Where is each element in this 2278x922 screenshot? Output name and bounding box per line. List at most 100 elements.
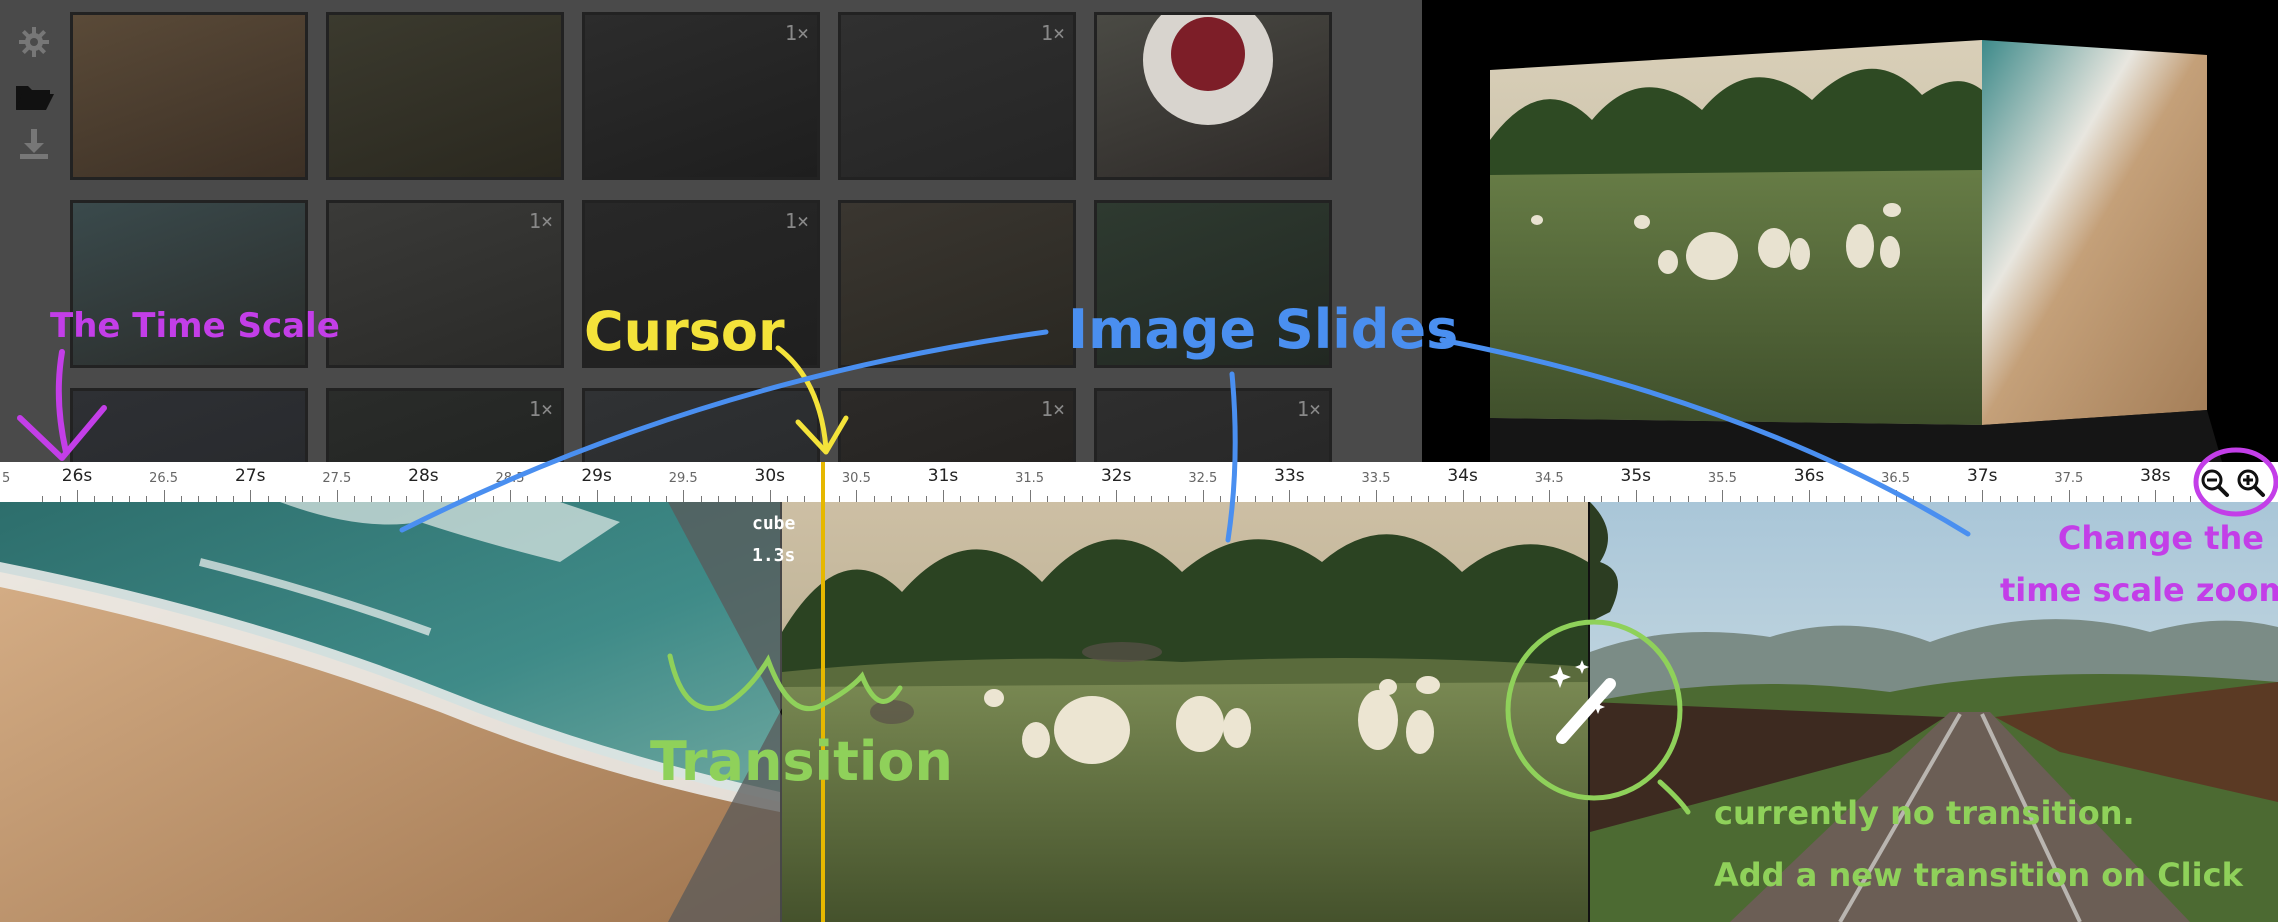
speed-badge: 1×	[1040, 397, 1065, 421]
ruler-tick	[423, 490, 425, 502]
ruler-tick	[1410, 496, 1412, 502]
image-slide-sheep[interactable]	[782, 502, 1588, 922]
folder-open-icon[interactable]	[14, 76, 54, 116]
ruler-tick	[1306, 496, 1308, 502]
ruler-tick	[596, 490, 598, 502]
ruler-tick	[856, 490, 858, 502]
ruler-tick	[1999, 496, 2001, 502]
ruler-tick	[215, 496, 217, 502]
ruler-tick	[1116, 490, 1118, 502]
ruler-tick	[1272, 496, 1274, 502]
ruler-tick	[2172, 496, 2174, 502]
ruler-label: 32s	[1100, 466, 1132, 486]
ruler-tick	[1635, 490, 1637, 502]
zoom-out-icon[interactable]	[2200, 468, 2230, 502]
ruler-tick	[1376, 490, 1377, 502]
thumbnail[interactable]	[70, 12, 308, 180]
speed-badge: 1×	[784, 209, 809, 233]
ruler-label: 37.5	[2054, 471, 2084, 486]
ruler-tick	[2086, 496, 2088, 502]
transition-duration: 1.3s	[752, 545, 796, 566]
speed-badge: 1×	[1296, 397, 1321, 421]
ruler-tick	[388, 496, 390, 502]
ruler-label: 34s	[1447, 466, 1478, 486]
magic-wand-icon[interactable]	[1540, 656, 1630, 750]
ruler-tick	[1393, 496, 1395, 502]
speed-badge: 1×	[1040, 21, 1065, 45]
ruler-tick	[2190, 496, 2192, 502]
ruler-tick	[2034, 496, 2036, 502]
transition-label: cube 1.3s	[752, 508, 795, 572]
annotation-zoom: Change the time scale zoom	[2000, 512, 2278, 616]
annotation-zoom-line2: time scale zoom	[2000, 571, 2278, 609]
ruler-label: 28.5	[495, 471, 525, 486]
thumbnail[interactable]	[1094, 200, 1332, 368]
ruler-label: 34.5	[1534, 471, 1564, 486]
library-sidebar	[0, 0, 64, 462]
ruler-tick	[146, 496, 148, 502]
download-icon[interactable]	[14, 124, 54, 164]
ruler-tick	[510, 490, 511, 502]
ruler-tick	[1324, 496, 1326, 502]
ruler-label: 26s	[61, 466, 93, 486]
ruler-tick	[1064, 496, 1066, 502]
speed-badge: 1×	[528, 397, 553, 421]
cube-transition-preview	[1490, 40, 2222, 462]
slide-track	[0, 502, 2278, 922]
thumbnail[interactable]: 1×	[582, 12, 820, 180]
annotation-no-transition-line1: currently no transition.	[1714, 794, 2135, 832]
ruler-tick	[1168, 496, 1170, 502]
ruler-tick	[1185, 496, 1187, 502]
slideshow-preview	[1422, 0, 2278, 462]
ruler-tick	[77, 490, 78, 502]
ruler-tick	[198, 496, 200, 502]
zoom-in-icon[interactable]	[2236, 468, 2266, 502]
thumbnail[interactable]	[70, 200, 308, 368]
speed-badge: 1×	[784, 21, 809, 45]
thumbnail[interactable]	[838, 200, 1076, 368]
ruler-tick	[111, 496, 113, 502]
ruler-tick	[1982, 490, 1984, 502]
ruler-tick	[2051, 496, 2053, 502]
ruler-tick	[1220, 496, 1222, 502]
ruler-label: 36s	[1793, 466, 1825, 486]
ruler-tick	[1462, 490, 1464, 502]
ruler-tick	[267, 496, 269, 502]
ruler-label: 30s	[754, 466, 786, 486]
ruler-tick	[232, 496, 234, 502]
ruler-label: 29s	[581, 466, 612, 486]
ruler-tick	[354, 496, 356, 502]
ruler-tick	[1341, 496, 1343, 502]
ruler-tick	[2138, 496, 2140, 502]
ruler-tick	[2103, 496, 2105, 502]
ruler-tick	[42, 496, 44, 502]
thumbnail[interactable]: 1×	[326, 200, 564, 368]
ruler-tick	[94, 496, 96, 502]
annotation-image-slides: Image Slides	[1068, 298, 1459, 361]
ruler-tick	[1895, 490, 1897, 502]
thumbnail[interactable]	[326, 12, 564, 180]
ruler-tick	[1358, 496, 1360, 502]
ruler-tick	[371, 496, 373, 502]
ruler-tick	[163, 490, 165, 502]
ruler-tick	[2120, 496, 2122, 502]
ruler-label: 35s	[1620, 466, 1652, 486]
ruler-tick	[1237, 496, 1239, 502]
thumbnail[interactable]	[1094, 12, 1332, 180]
ruler-tick	[180, 496, 182, 502]
ruler-label: 27s	[234, 466, 266, 486]
ruler-tick	[683, 490, 685, 502]
gear-icon[interactable]	[14, 22, 54, 62]
playhead-cursor[interactable]	[821, 462, 825, 922]
ruler-label: 33s	[1274, 466, 1305, 486]
ruler-tick	[769, 490, 771, 502]
ruler-tick	[302, 496, 304, 502]
ruler-tick	[1202, 490, 1204, 502]
thumbnail[interactable]: 1×	[838, 12, 1076, 180]
ruler-tick	[1427, 496, 1429, 502]
ruler-tick	[59, 496, 61, 502]
ruler-tick	[336, 490, 338, 502]
image-slide-beach[interactable]	[0, 502, 780, 922]
image-library-panel: 1× 1× 1× 1× 1× 1× 1×	[0, 0, 1422, 556]
